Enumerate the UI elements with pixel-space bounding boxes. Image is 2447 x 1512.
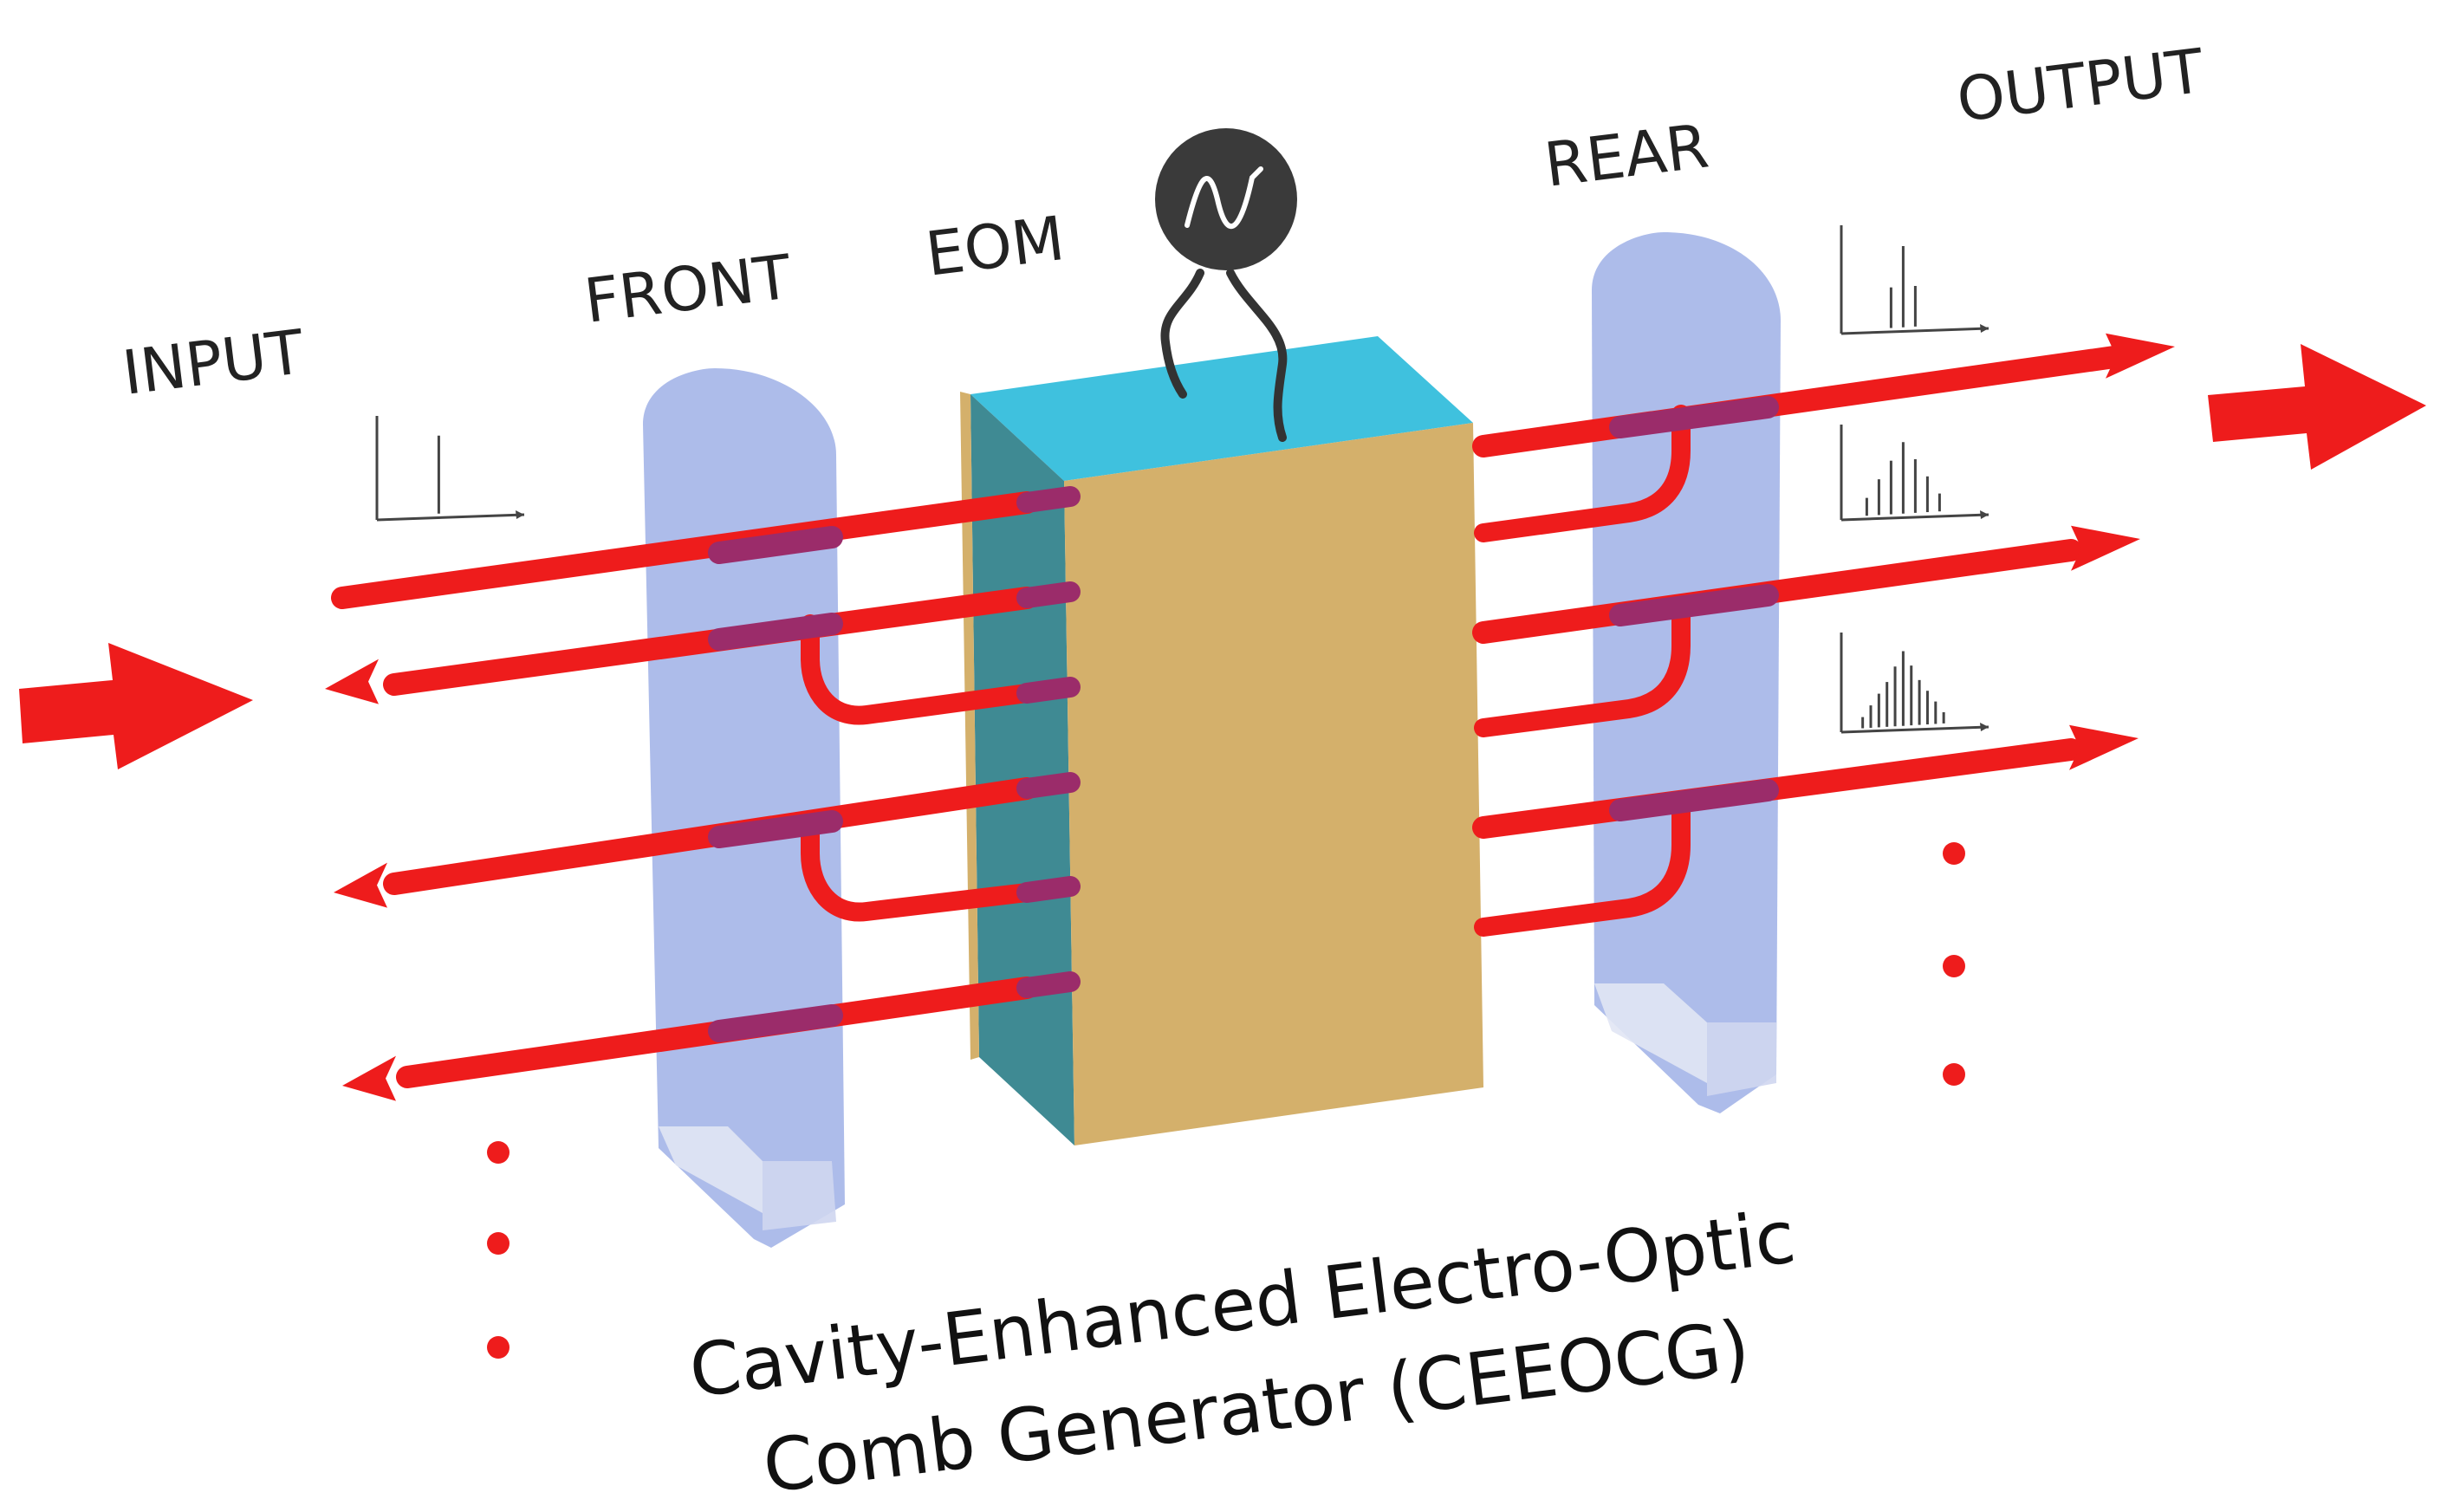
beam-output-1 [1472,346,2126,457]
beam-eom-entry-4 [1016,772,1081,799]
beam-output-1-head [2106,333,2175,379]
beam-fold-rear-2 [1474,601,1691,737]
input-arrow-icon [19,643,253,769]
sine-wave-icon [1155,128,1297,270]
beam-eom-entry-6 [1016,971,1081,998]
spectrum-output-2 [1840,425,1989,522]
spectrum-output-1-x-axis [1840,327,1989,335]
eom-crystal [960,336,1483,1145]
beam-r1-in-mirror [708,613,843,651]
spectrum-output-3-x-axis [1840,725,1989,734]
beam-fold-front-1 [801,614,1036,725]
front-mirror [643,368,845,1248]
beam-o3-in-mirror [1609,779,1779,821]
spectrum-input-x-axis [376,513,525,522]
beam-eom-entry-5 [1016,876,1081,903]
label-output: OUTPUT [1953,36,2207,136]
beam-eom-entry-3 [1016,677,1081,704]
beam-eom-entry-2 [1016,581,1081,608]
beam-eom-entry-1 [1016,486,1081,513]
beam-output-2-head [2071,525,2140,571]
label-input: INPUT [119,316,308,409]
spectrum-input-x-arrow [516,510,524,519]
spectrum-output-3-x-arrow [1980,723,1989,731]
spectrum-input [375,416,525,522]
beam-return-2-head [334,862,387,908]
spectrum-output-2-x-arrow [1980,510,1989,519]
beam-r3-in-mirror [708,1004,843,1042]
eom-top [970,336,1473,481]
beam-input-in-mirror [708,526,843,564]
output-arrow-icon [2208,344,2426,470]
beam-fold-rear-1 [1474,405,1691,542]
ellipsis-right [1943,842,1965,1086]
beam-return-3-head [342,1055,396,1101]
spectrum-output-1 [1840,225,1989,335]
spectrum-output-3 [1840,633,1989,734]
label-eom: EOM [922,203,1068,290]
eom-front-face [1064,423,1483,1145]
beam-fold-front-2 [801,814,1036,922]
beam-o1-in-mirror [1609,396,1779,438]
label-rear: REAR [1541,110,1712,200]
signal-source [1155,128,1297,442]
eom-side [970,394,1074,1145]
laser-beams [325,333,2175,1101]
beam-o2-in-mirror [1609,584,1779,626]
beam-input [331,491,1038,609]
spectra [375,225,1989,734]
label-front: FRONT [581,241,795,337]
spectrum-output-2-x-axis [1840,513,1989,522]
ellipsis-left [487,1141,510,1359]
beam-r2-in-mirror [708,810,843,848]
beam-fold-rear-3 [1474,801,1691,937]
beam-return-1-head [325,659,379,704]
beam-output-3-head [2069,724,2139,770]
spectrum-output-1-x-arrow [1980,324,1989,333]
